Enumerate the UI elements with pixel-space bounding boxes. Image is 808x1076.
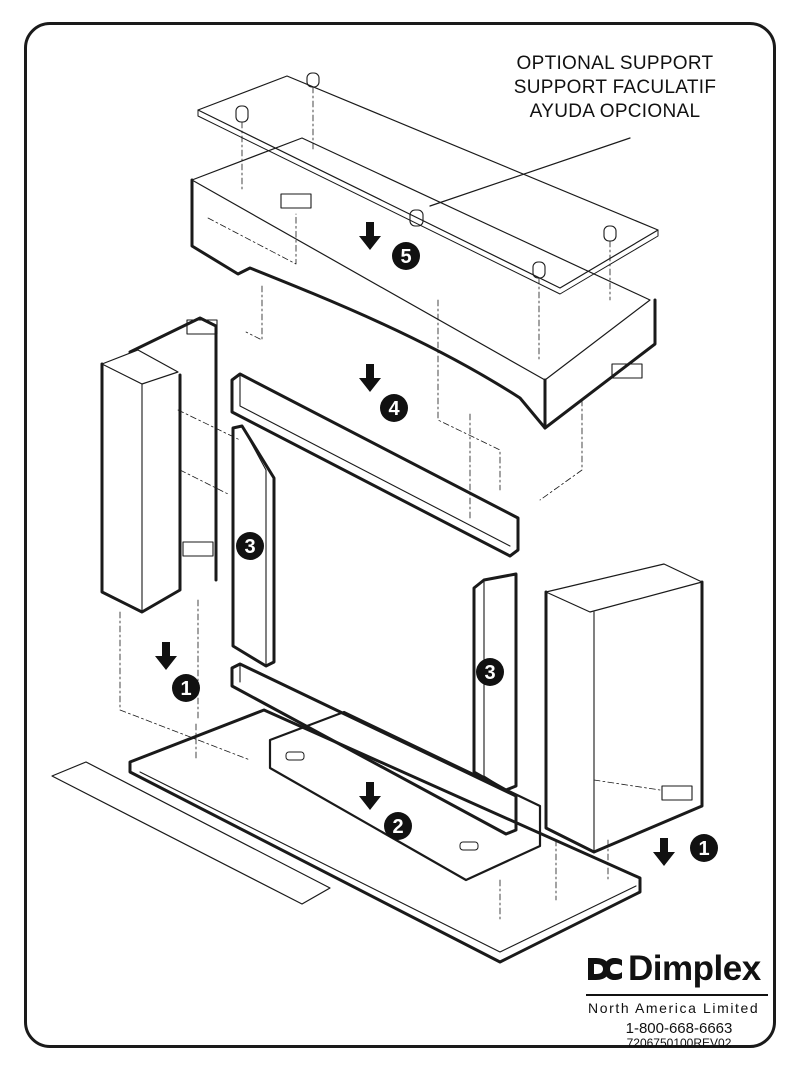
step-1-badge-left: 1 (172, 674, 200, 702)
page-frame (24, 22, 776, 1048)
step-3-badge-right: 3 (476, 658, 504, 686)
brand-subtitle: North America Limited (588, 1000, 760, 1016)
left-side-column (100, 316, 251, 761)
step-3-badge-left: 3 (236, 532, 264, 560)
optional-support-callout: OPTIONAL SUPPORT SUPPORT FACULATIF AYUDA… (470, 52, 760, 124)
left-pilaster (231, 424, 276, 668)
arrow-down-icon (359, 782, 381, 810)
header-board (230, 372, 520, 558)
brand-divider (586, 994, 768, 996)
svg-text:5: 5 (400, 246, 411, 268)
svg-text:4: 4 (388, 398, 400, 420)
brand-name: Dimplex (628, 949, 761, 988)
svg-text:3: 3 (244, 536, 255, 558)
arrow-down-icon (653, 838, 675, 866)
hearth-trim-strip (230, 662, 518, 836)
right-side-column (544, 563, 704, 901)
brand-logo: Dimplex (586, 946, 772, 992)
brand-phone: 1-800-668-6663 (625, 1020, 733, 1037)
top-mantel-piece (190, 137, 657, 521)
brand-block: Dimplex North America Limited 1-800-668-… (586, 946, 772, 1050)
arrow-down-icon (359, 364, 381, 392)
floor-trim-strip (51, 761, 331, 905)
step-badges: 5 4 3 3 1 2 1 (172, 242, 718, 862)
callout-line-english: OPTIONAL SUPPORT (516, 53, 714, 74)
svg-text:3: 3 (484, 662, 495, 684)
optional-support-panel (197, 72, 659, 361)
arrow-down-icon (359, 222, 381, 250)
svg-text:2: 2 (392, 816, 403, 838)
step-1-badge-right: 1 (690, 834, 718, 862)
step-5-badge: 5 (392, 242, 420, 270)
callout-line-french: SUPPORT FACULATIF (513, 77, 717, 98)
base-plinth (128, 708, 642, 964)
svg-text:1: 1 (698, 838, 709, 860)
step-2-badge: 2 (384, 812, 412, 840)
step-arrows (155, 222, 675, 866)
svg-text:1: 1 (180, 678, 191, 700)
step-4-badge: 4 (380, 394, 408, 422)
part-number: 7206750100REV02 (626, 1036, 732, 1050)
dimplex-logo-icon (588, 958, 622, 980)
callout-line-spanish: AYUDA OPCIONAL (529, 101, 701, 122)
arrow-down-icon (155, 642, 177, 670)
